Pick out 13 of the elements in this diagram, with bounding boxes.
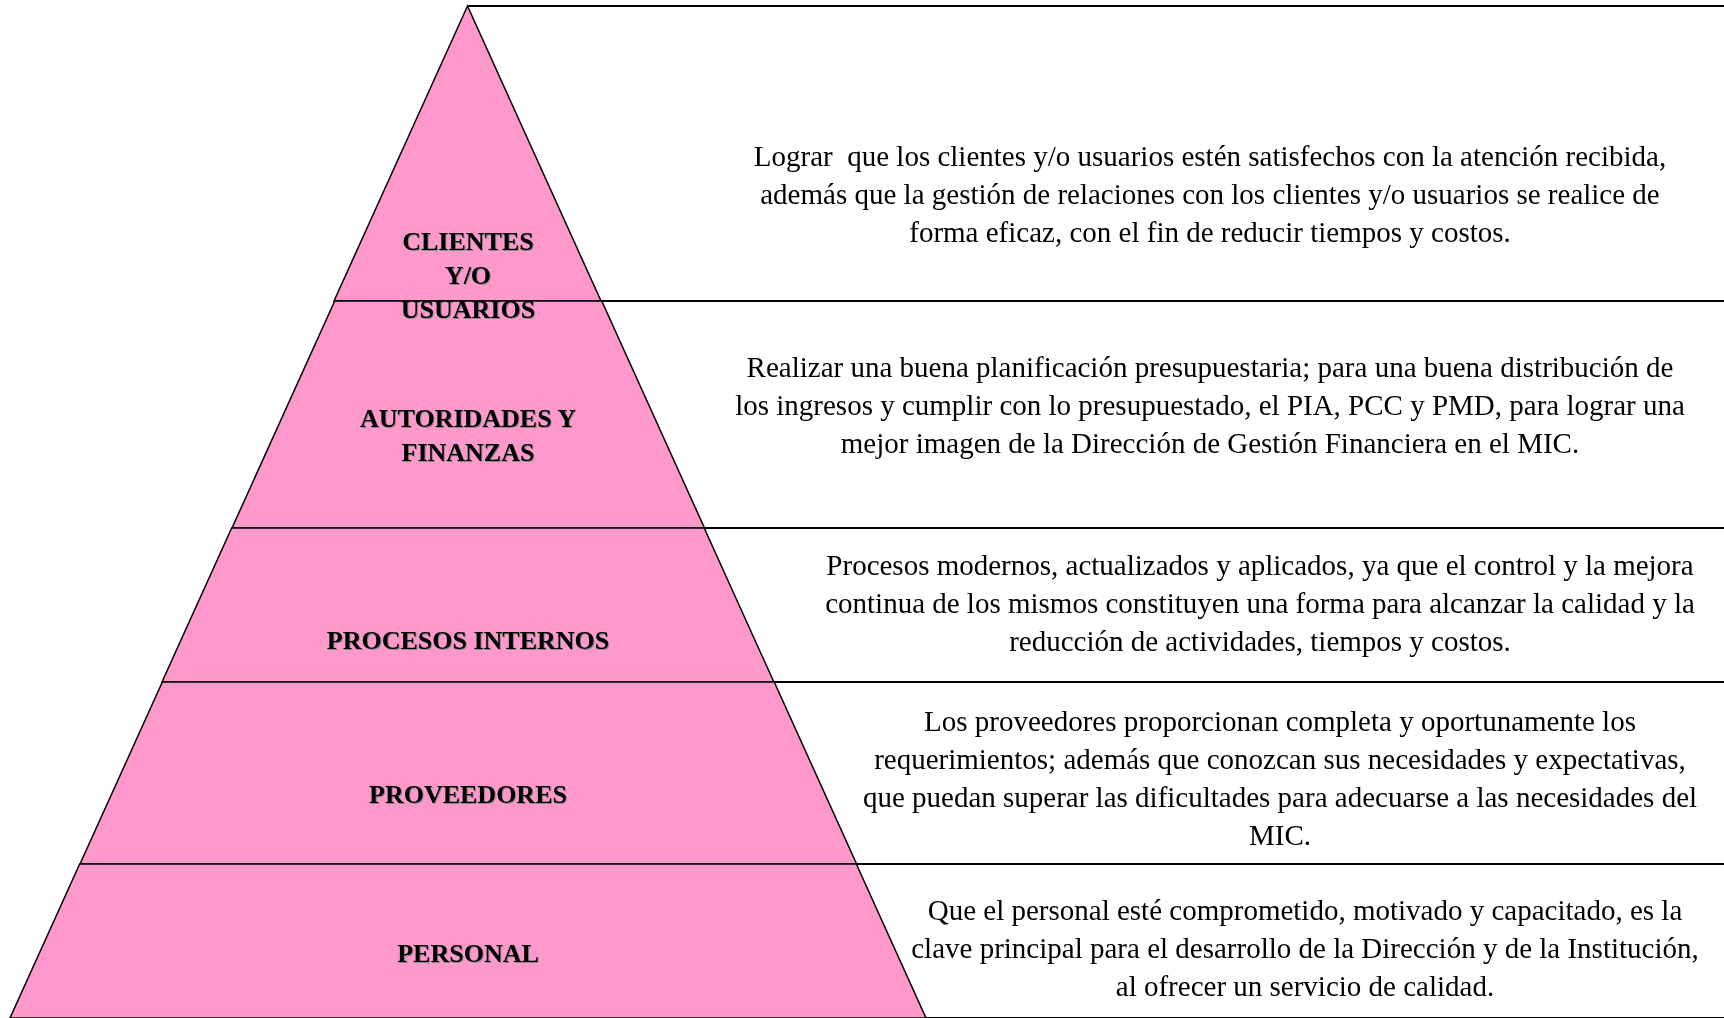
pyramid-tier [231, 301, 705, 528]
description-text: Lograr que los clientes y/o usuarios estén satisfechos con la atención recibida, además que la gestión de relaciones con los clientes y/o usuarios se realice de forma eficaz, con el fin de reducir tiempos y costos. [752, 139, 1668, 250]
description-text: Que el personal esté comprometido, motivado y capacitado, es la clave principal para el desarrollo de la Dirección y de la Institución, al ofrecer un servicio de calidad. [910, 893, 1700, 1004]
tier-label: CLIENTES Y/O USUARIOS [399, 226, 537, 326]
description-text: Procesos modernos, actualizados y aplicados, ya que el control y la mejora continua de los mismos constituyen una forma para alcanzar la calidad y la reducción de actividades, tiempos y costos. [824, 548, 1696, 659]
description-text: Los proveedores proporcionan completa y oportunamente los requerimientos; además que conozcan sus necesidades y expectativas, que puedan superar las dificultades para adecuarse a las necesidades del MIC. [861, 704, 1699, 853]
pyramid-tier [162, 528, 774, 682]
description-text: Realizar una buena planificación presupuestaria; para una buena distribución de los ingresos y cumplir con lo presupuestado, el PIA, PCC y PMD, para lograr una mejor imagen de la Dirección de Gestión Financiera en el MIC. [735, 350, 1685, 461]
tier-label: PROCESOS INTERNOS [325, 625, 611, 657]
tier-label: AUTORIDADES Y FINANZAS [359, 403, 577, 469]
tier-label: PROVEEDORES [368, 779, 568, 811]
pyramid-tier [79, 682, 857, 864]
tier-label: PERSONAL [396, 938, 540, 970]
